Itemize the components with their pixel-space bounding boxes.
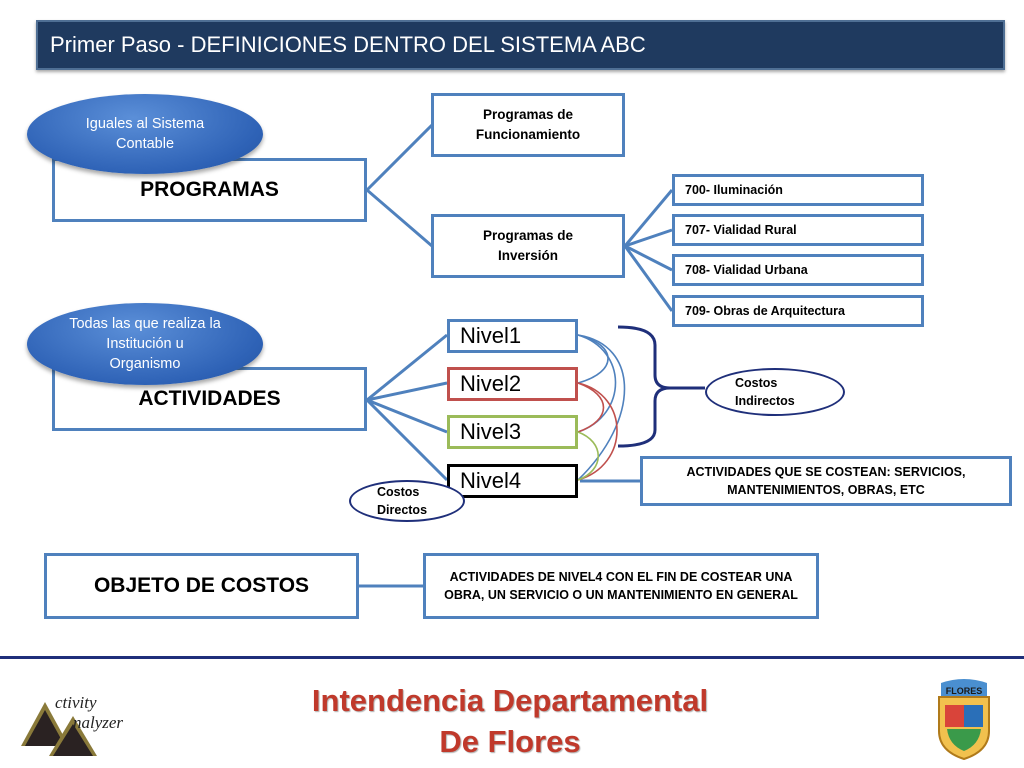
programa-item-label: 700- Iluminación bbox=[685, 183, 783, 197]
programas-label: PROGRAMAS bbox=[140, 178, 279, 201]
line-actividades-nivel1 bbox=[366, 333, 448, 402]
logo-right-text: FLORES bbox=[946, 686, 983, 696]
line-inversion-700 bbox=[623, 189, 674, 247]
nivel4-label: Nivel4 bbox=[460, 468, 522, 493]
actividades-costean-label: ACTIVIDADES QUE SE COSTEAN: SERVICIOS, M… bbox=[686, 465, 966, 497]
line-inversion-707 bbox=[624, 228, 673, 248]
programas-badge: Iguales al Sistema Contable bbox=[27, 94, 263, 174]
programa-item-707: 707- Vialidad Rural bbox=[672, 214, 924, 246]
activity-analyzer-logo: ctivity nalyzer bbox=[15, 688, 155, 758]
line-actividades-nivel4 bbox=[365, 398, 449, 482]
nivel3-label: Nivel3 bbox=[460, 419, 522, 444]
programas-inversion-label: Programas de Inversión bbox=[482, 228, 574, 263]
shield-icon: FLORES bbox=[938, 679, 990, 761]
brace-indirectos bbox=[617, 325, 671, 448]
costos-directos-oval: Costos Directos bbox=[349, 480, 465, 522]
line-actividades-nivel2 bbox=[366, 381, 448, 402]
line-programas-inversion bbox=[366, 188, 433, 248]
footer-title: Intendencia Departamental De Flores bbox=[250, 680, 770, 762]
costos-indirectos-oval: Costos Indirectos bbox=[705, 368, 845, 416]
footer-title-line1: Intendencia Departamental bbox=[311, 683, 709, 718]
programa-item-708: 708- Vialidad Urbana bbox=[672, 254, 924, 286]
actividades-label: ACTIVIDADES bbox=[138, 387, 281, 410]
programa-item-700: 700- Iluminación bbox=[672, 174, 924, 206]
arc-nivel1-nivel4 bbox=[577, 334, 626, 481]
line-inversion-708 bbox=[624, 244, 673, 272]
arc-nivel2-nivel4 bbox=[577, 382, 618, 481]
line-actividades-nivel3 bbox=[366, 398, 448, 434]
flores-shield-logo: FLORES bbox=[933, 675, 995, 761]
arc-nivel3-nivel4 bbox=[577, 431, 600, 481]
objeto-costos-box: OBJETO DE COSTOS bbox=[44, 553, 359, 619]
programas-funcionamiento-label: Programas de Funcionamiento bbox=[475, 107, 581, 142]
footer-title-line2: De Flores bbox=[439, 724, 581, 759]
programa-item-label: 708- Vialidad Urbana bbox=[685, 263, 808, 277]
logo-left-line1: ctivity bbox=[55, 693, 97, 712]
programas-funcionamiento-box: Programas de Funcionamiento bbox=[431, 93, 625, 157]
actividades-costean-box: ACTIVIDADES QUE SE COSTEAN: SERVICIOS, M… bbox=[640, 456, 1012, 506]
programa-item-label: 707- Vialidad Rural bbox=[685, 223, 797, 237]
line-inversion-709 bbox=[623, 245, 674, 312]
arc-nivel2-nivel3 bbox=[577, 382, 605, 433]
costos-directos-label: Costos Directos bbox=[377, 485, 428, 517]
nivel1-box: Nivel1 bbox=[447, 319, 578, 353]
footer-divider bbox=[0, 656, 1024, 659]
nivel2-box: Nivel2 bbox=[447, 367, 578, 401]
nivel3-box: Nivel3 bbox=[447, 415, 578, 449]
objeto-costos-label: OBJETO DE COSTOS bbox=[93, 574, 310, 597]
programa-item-label: 709- Obras de Arquitectura bbox=[685, 304, 846, 318]
actividades-badge: Todas las que realiza la Institución u O… bbox=[27, 303, 263, 385]
objeto-costos-desc-box: ACTIVIDADES DE NIVEL4 CON EL FIN DE COST… bbox=[423, 553, 819, 619]
logo-left-line2: nalyzer bbox=[73, 713, 123, 732]
objeto-costos-desc: ACTIVIDADES DE NIVEL4 CON EL FIN DE COST… bbox=[444, 570, 798, 602]
pyramid-icon: ctivity nalyzer bbox=[21, 693, 123, 756]
nivel1-label: Nivel1 bbox=[460, 323, 522, 348]
programa-item-709: 709- Obras de Arquitectura bbox=[672, 295, 924, 327]
line-programas-funcionamiento bbox=[365, 123, 434, 192]
nivel4-box: Nivel4 bbox=[447, 464, 578, 498]
programas-inversion-box: Programas de Inversión bbox=[431, 214, 625, 278]
nivel2-label: Nivel2 bbox=[460, 371, 522, 396]
costos-indirectos-label: Costos Indirectos bbox=[735, 376, 795, 408]
page-title: Primer Paso - DEFINICIONES DENTRO DEL SI… bbox=[36, 20, 1005, 70]
